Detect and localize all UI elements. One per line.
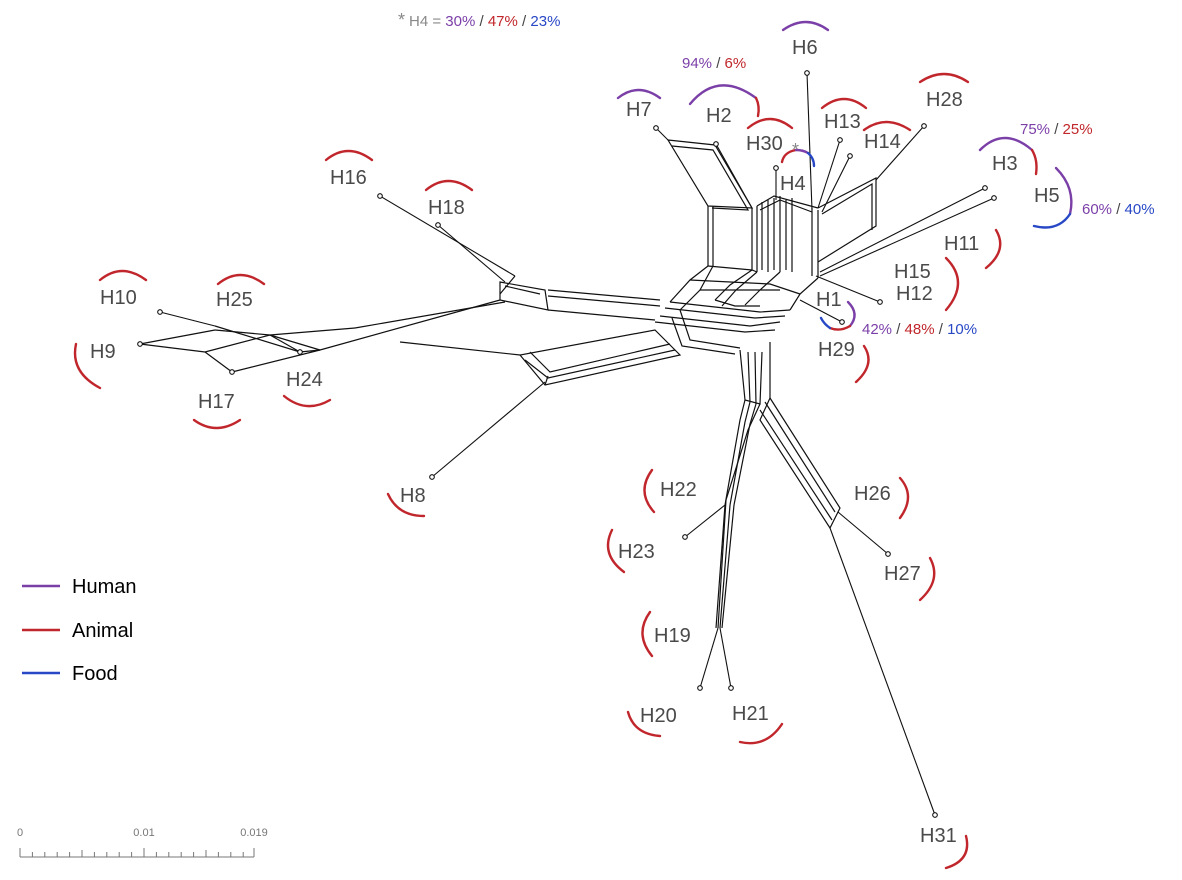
label-h6: H6	[792, 37, 818, 59]
label-h21: H21	[732, 703, 769, 725]
h4-note-prefix: H4 =	[409, 13, 445, 30]
label-h22: H22	[660, 479, 697, 501]
label-h14: H14	[864, 131, 901, 153]
label-h25: H25	[216, 289, 253, 311]
node-labels: H1 H2 H3 H4 H5 H6 H7 H8 H9 H10 H11 H12 H…	[90, 37, 1060, 847]
h16-animal-arc	[324, 149, 374, 162]
tip-nodes	[137, 70, 997, 818]
scale-tick-1: 0.01	[133, 827, 154, 839]
h4-note-star: *	[398, 10, 405, 30]
source-arcs	[73, 20, 1073, 870]
label-h12: H12	[896, 283, 933, 305]
h2-pct: 94% / 6%	[682, 55, 746, 72]
label-h30: H30	[746, 133, 783, 155]
h27-animal-arc	[918, 556, 936, 602]
network-edges	[139, 139, 877, 629]
h20-animal-arc	[626, 710, 662, 738]
h18-animal-arc	[424, 179, 474, 192]
h3-animal-arc	[1030, 148, 1038, 176]
label-h18: H18	[428, 197, 465, 219]
legend: Human Animal Food	[22, 576, 136, 685]
label-h11: H11	[944, 233, 979, 255]
h1-animal-arc	[828, 324, 852, 331]
label-h19: H19	[654, 625, 691, 647]
label-h24: H24	[286, 369, 323, 391]
h4-note: *H4 = 30% / 47% / 23%	[398, 10, 560, 30]
legend-label-food: Food	[72, 663, 118, 685]
label-h9: H9	[90, 341, 116, 363]
h2-animal-arc	[754, 96, 760, 118]
label-h31: H31	[920, 825, 957, 847]
label-h29: H29	[818, 339, 855, 361]
h10-animal-arc	[98, 269, 148, 282]
h6-human-arc	[781, 20, 830, 32]
label-h10: H10	[100, 287, 137, 309]
h23-animal-arc	[606, 528, 626, 574]
h11-animal-arc	[984, 228, 1002, 270]
leaf-edges	[159, 72, 995, 816]
label-h2: H2	[706, 105, 732, 127]
h19-animal-arc	[641, 610, 654, 658]
label-h28: H28	[926, 89, 963, 111]
h5-food-arc	[1032, 212, 1072, 229]
label-h27: H27	[884, 563, 921, 585]
label-h15: H15	[894, 261, 931, 283]
h5-pct: 60% / 40%	[1082, 201, 1155, 218]
h29-animal-arc	[854, 344, 870, 384]
h3-human-arc	[978, 136, 1034, 152]
h13-animal-arc	[820, 97, 868, 110]
h30-animal-arc	[746, 117, 794, 130]
label-h26: H26	[854, 483, 891, 505]
h2-human-arc	[688, 84, 758, 106]
scale-tick-0: 0	[17, 827, 23, 839]
label-h5: H5	[1034, 185, 1060, 207]
h21-animal-arc	[738, 722, 784, 745]
h4-human-pct: 30%	[445, 13, 475, 30]
label-h7: H7	[626, 99, 652, 121]
h7-human-arc	[616, 88, 662, 100]
h5-human-arc	[1054, 166, 1073, 216]
h14-animal-arc	[862, 120, 912, 132]
scale-tick-2: 0.019	[240, 827, 268, 839]
h3-pct: 75% / 25%	[1020, 121, 1093, 138]
h4-food-pct: 23%	[530, 13, 560, 30]
h31-animal-arc	[944, 834, 969, 870]
h4-animal-pct: 47%	[488, 13, 518, 30]
label-h16: H16	[330, 167, 367, 189]
legend-label-human: Human	[72, 576, 136, 598]
h30-star: *	[792, 140, 799, 160]
label-h8: H8	[400, 485, 426, 507]
h28-animal-arc	[918, 72, 970, 84]
h25-animal-arc	[216, 273, 266, 286]
label-h3: H3	[992, 153, 1018, 175]
label-h4: H4	[780, 173, 806, 195]
scale-bar: 0 0.01 0.019	[17, 827, 268, 858]
percent-annotations: *H4 = 30% / 47% / 23% 94% / 6% 75% / 25%…	[398, 10, 1155, 338]
h26-animal-arc	[898, 476, 910, 520]
h4-food-arc	[806, 151, 816, 168]
label-h1: H1	[816, 289, 842, 311]
h1-human-arc	[846, 300, 856, 328]
label-h20: H20	[640, 705, 677, 727]
legend-label-animal: Animal	[72, 620, 133, 642]
h1-pct: 42% / 48% / 10%	[862, 321, 977, 338]
label-h23: H23	[618, 541, 655, 563]
h4-animal-arc	[780, 148, 798, 164]
h17-animal-arc	[192, 418, 242, 430]
label-h17: H17	[198, 391, 235, 413]
h22-animal-arc	[643, 468, 656, 514]
h15-h12-animal-arc	[944, 256, 960, 312]
label-h13: H13	[824, 111, 861, 133]
h8-animal-arc	[386, 492, 426, 518]
h1-food-arc	[819, 316, 832, 330]
h9-animal-arc	[73, 342, 102, 390]
h24-animal-arc	[282, 394, 332, 408]
